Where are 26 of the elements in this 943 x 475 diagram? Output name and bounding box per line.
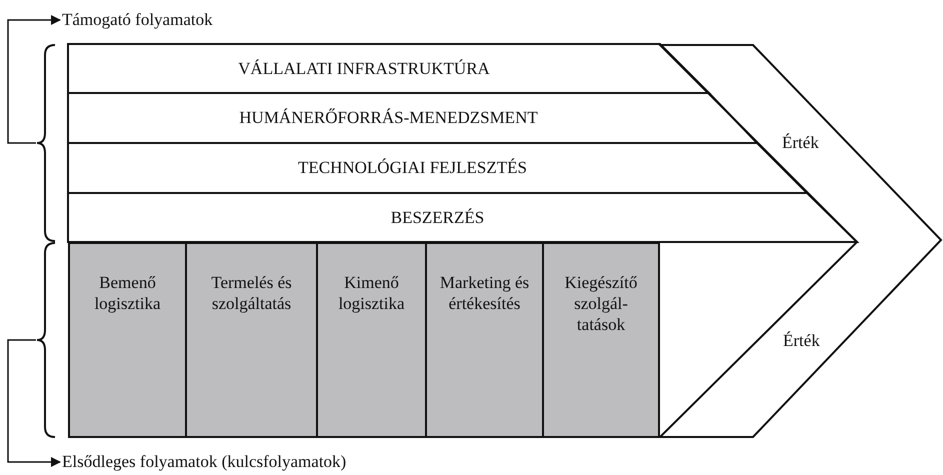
curly-bracket	[36, 44, 56, 242]
activity-name: TECHNOLÓGIAI FEJLESZTÉS	[298, 158, 527, 178]
connector-arrow	[7, 15, 61, 144]
primary-activity-box	[425, 242, 544, 438]
activity-name: Termelés és szolgáltatás	[210, 272, 293, 314]
primary-activity-box	[185, 242, 318, 438]
activity-name: Kiegészítő szolgál- tatások	[564, 272, 638, 335]
support-activity-bar	[68, 193, 857, 242]
curly-bracket	[36, 242, 56, 438]
margin-label: Érték	[783, 331, 820, 351]
primary-activity-box	[68, 242, 187, 438]
margin-label: Érték	[782, 133, 819, 153]
primary-activity-box	[316, 242, 427, 438]
activity-name: HUMÁNERŐFORRÁS-MENEDZSMENT	[239, 108, 538, 128]
activity-name: VÁLLALATI INFRASTRUKTÚRA	[238, 58, 490, 78]
margin-chevron	[660, 44, 943, 438]
activity-name: Bemenő logisztika	[93, 272, 162, 314]
activity-name: Kimenő logisztika	[337, 272, 406, 314]
process-label: Elsődleges folyamatok (kulcsfolyamatok)	[62, 451, 392, 473]
activity-name: BESZERZÉS	[390, 208, 484, 228]
support-activity-bar	[68, 93, 757, 143]
activity-name: Marketing és értékesítés	[438, 272, 530, 314]
process-label: Támogató folyamatok	[62, 9, 232, 31]
support-activity-bar	[68, 44, 709, 93]
primary-activity-box	[542, 242, 660, 438]
connector-arrow	[7, 339, 61, 467]
